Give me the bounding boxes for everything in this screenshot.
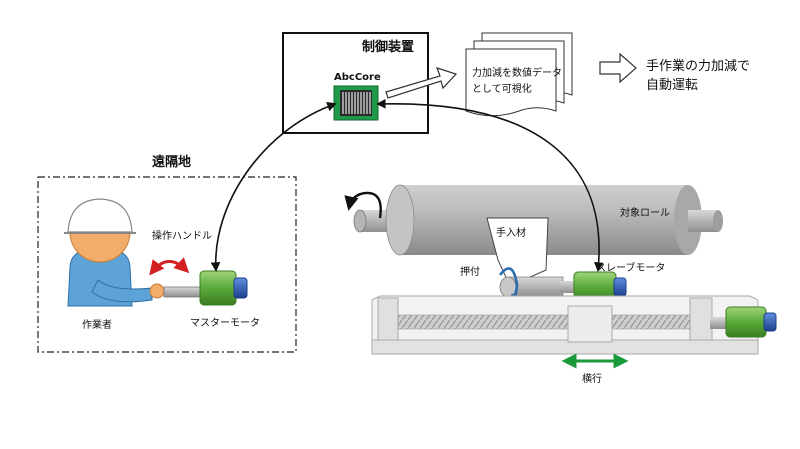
master-motor-label: マスターモータ [190, 318, 260, 329]
outcome-line2: 自動運転 [646, 78, 699, 93]
handle-rotation-arrow [149, 257, 190, 276]
slave-motor [499, 271, 627, 303]
master-motor [163, 270, 248, 306]
remote-site-title: 遠隔地 [152, 155, 192, 170]
traverse-label: 横行 [582, 374, 602, 385]
link-controller-slave [376, 98, 604, 272]
chip-label: AbcCore [334, 72, 381, 83]
link-controller-master [210, 102, 337, 272]
material-label: 手入材 [496, 228, 526, 239]
slave-motor-label: スレーブモータ [596, 263, 666, 274]
worker-figure [64, 198, 165, 307]
push-label: 押付 [460, 267, 480, 278]
outcome-line1: 手作業の力加減で [646, 59, 751, 74]
output-arrow-1 [385, 67, 458, 99]
traverse-frame [371, 295, 777, 355]
controller-title: 制御装置 [362, 40, 415, 55]
abccore-chip [333, 85, 379, 121]
documents-text-line2: として可視化 [472, 84, 532, 95]
worker-label: 作業者 [82, 320, 112, 331]
handle-label: 操作ハンドル [152, 231, 212, 242]
output-arrow-2 [599, 52, 637, 84]
documents-text-line1: 力加減を数値データ [472, 68, 562, 79]
roll-label: 対象ロール [620, 208, 670, 219]
